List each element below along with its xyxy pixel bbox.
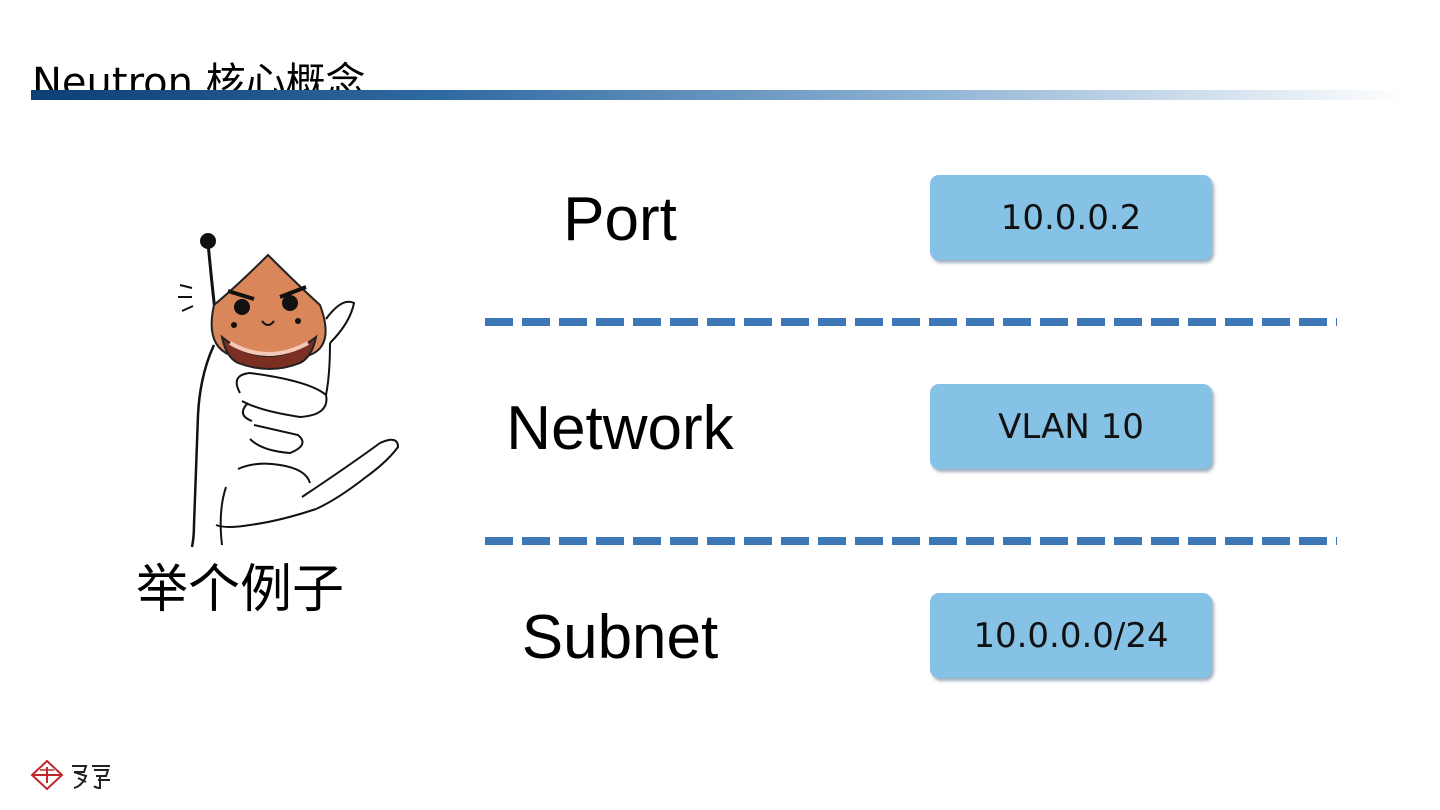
- value-box-subnet: 10.0.0.0/24: [930, 593, 1212, 678]
- chestnut-mascot-icon: [178, 233, 400, 548]
- value-box-port: 10.0.0.2: [930, 175, 1212, 260]
- example-caption: 举个例子: [136, 560, 345, 620]
- company-logo-icon: [30, 759, 110, 791]
- dashed-divider: [485, 318, 1337, 326]
- slide-title: Neutron 核心概念: [32, 59, 366, 106]
- concept-label-subnet: Subnet: [521, 603, 719, 672]
- dashed-divider: [485, 537, 1337, 545]
- title-underline-bar: [31, 90, 1406, 100]
- value-text-subnet: 10.0.0.0/24: [973, 615, 1169, 656]
- value-text-network: VLAN 10: [998, 406, 1144, 447]
- value-text-port: 10.0.0.2: [1000, 197, 1142, 238]
- concept-label-network: Network: [506, 394, 734, 463]
- concept-label-port: Port: [563, 185, 677, 254]
- value-box-network: VLAN 10: [930, 384, 1212, 469]
